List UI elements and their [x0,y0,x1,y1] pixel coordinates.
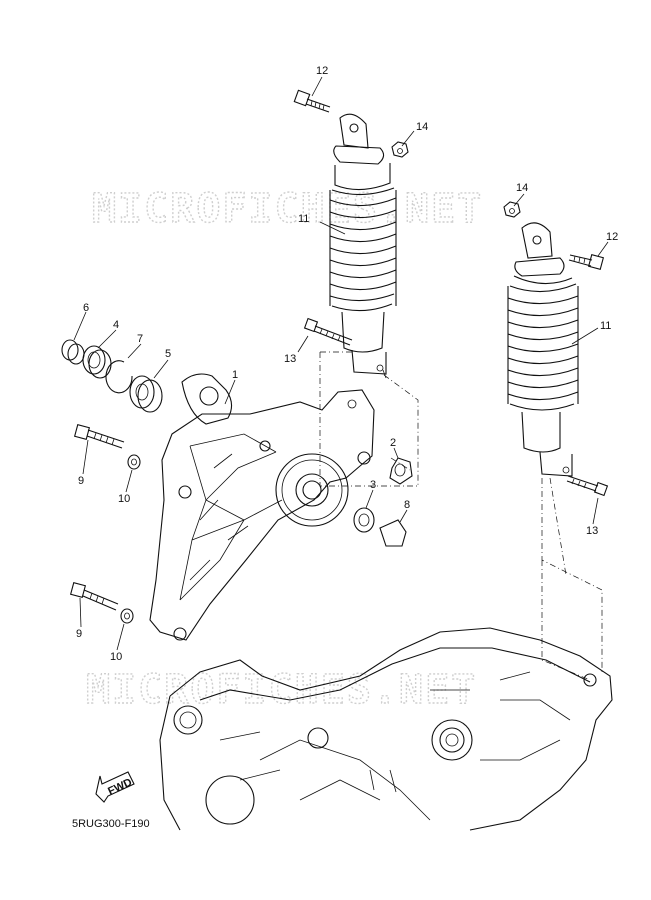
washer-3 [353,507,375,533]
callout-12-right: 12 [606,231,618,243]
callout-10-upper: 10 [118,493,130,505]
callout-12-upper: 12 [316,65,328,77]
nut-14-upper-left [391,141,409,158]
bearing-5 [129,375,163,413]
shock-absorber-left [293,89,409,379]
callout-3: 3 [370,479,376,491]
watermark-top: MICROFICHES.NET [92,186,483,232]
collar-6 [61,339,85,365]
bolt-9-lower [69,581,119,611]
callout-14-right: 14 [516,182,528,194]
bolt-12-upper-left [293,89,331,113]
rear-arm-bracket [149,373,375,641]
callout-10-lower: 10 [110,651,122,663]
bushing-2 [389,457,413,485]
callout-13-upper: 13 [284,353,296,365]
watermark-bottom: MICROFICHES.NET [86,667,477,713]
bolt-13-right [566,475,609,497]
bolt-13-upper [303,317,353,346]
shock-absorber-right [503,201,605,477]
callout-14-upper: 14 [416,121,428,133]
cap-8 [379,519,407,547]
callout-9-upper: 9 [78,475,84,487]
callout-9-lower: 9 [76,628,82,640]
washer-10-upper [127,454,141,470]
callout-11-right: 11 [600,320,611,332]
circlip-7 [105,360,133,394]
diagram-code: 5RUG300-F190 [72,818,150,830]
callout-7: 7 [137,333,143,345]
callout-8: 8 [404,499,410,511]
callout-4: 4 [113,319,119,331]
callout-2: 2 [390,437,396,449]
nut-14-right [503,201,521,218]
callout-1: 1 [232,369,238,381]
fwd-arrow: FWD [95,771,135,803]
engine-crankcase [159,627,613,831]
callout-13-right: 13 [586,525,598,537]
callout-6: 6 [83,302,89,314]
bolt-12-right [568,253,605,271]
bolt-9-upper [73,423,125,449]
callout-5: 5 [165,348,171,360]
washer-10-lower [120,608,134,624]
callout-11-left: 11 [298,213,309,225]
